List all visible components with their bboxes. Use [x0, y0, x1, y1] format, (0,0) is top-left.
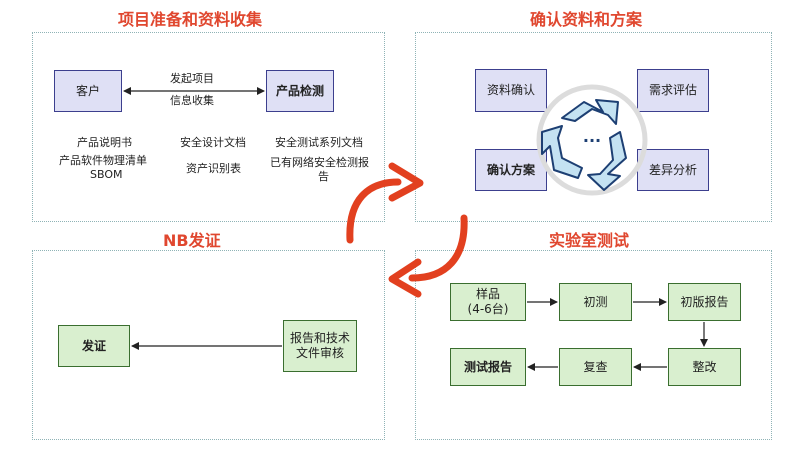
- doc-confirm-box: 资料确认: [475, 69, 547, 112]
- rectify-label: 整改: [692, 359, 717, 374]
- section-title-test: 实验室测试: [549, 231, 630, 250]
- sample-box: 样品 (4-6台): [450, 283, 526, 321]
- doc-security-design: 安全设计文档: [180, 136, 246, 149]
- arrow-label-bottom: 信息收集: [170, 94, 214, 107]
- customer-label: 客户: [75, 83, 100, 98]
- section-title-confirm: 确认资料和方案: [530, 10, 643, 29]
- sample-label: 样品: [475, 287, 500, 301]
- review-box: 报告和技术文件审核: [283, 320, 357, 372]
- doc-existing-report-cont: 告: [318, 170, 329, 183]
- red-arrow-prep-to-confirm: [346, 162, 424, 244]
- doc-existing-report: 已有网络安全检测报: [270, 156, 369, 169]
- panel-test: [415, 250, 772, 440]
- plan-confirm-label: 确认方案: [486, 162, 535, 177]
- needs-eval-box: 需求评估: [637, 69, 709, 112]
- first-report-box: 初版报告: [668, 283, 741, 321]
- doc-security-test: 安全测试系列文档: [275, 136, 363, 149]
- red-arrow-test-to-cert: [388, 214, 468, 298]
- diff-analysis-box: 差异分析: [637, 149, 709, 191]
- product-test-label: 产品检测: [275, 83, 324, 98]
- cycle-dots: ...: [583, 127, 601, 146]
- test-report-label: 测试报告: [463, 359, 512, 374]
- arrow-label-top: 发起项目: [170, 72, 214, 85]
- sample-count-label: (4-6台): [467, 302, 509, 316]
- panel-confirm: [415, 32, 772, 222]
- retest-label: 复查: [583, 359, 608, 374]
- customer-box: 客户: [54, 70, 122, 112]
- product-test-box: 产品检测: [266, 70, 334, 112]
- retest-box: 复查: [559, 348, 632, 386]
- plan-confirm-box: 确认方案: [475, 149, 547, 191]
- cert-issue-box: 发证: [58, 325, 130, 367]
- section-title-cert: NB发证: [163, 231, 221, 250]
- doc-confirm-label: 资料确认: [486, 83, 535, 97]
- section-title-prep: 项目准备和资料收集: [118, 10, 263, 29]
- doc-manual: 产品说明书: [77, 136, 132, 149]
- needs-eval-label: 需求评估: [648, 83, 697, 97]
- doc-asset-table: 资产识别表: [186, 162, 241, 175]
- first-report-label: 初版报告: [680, 294, 729, 309]
- test-report-box: 测试报告: [450, 348, 526, 386]
- rectify-box: 整改: [668, 348, 741, 386]
- review-label: 报告和技术文件审核: [290, 331, 351, 360]
- first-test-box: 初测: [559, 283, 632, 321]
- panel-prep: [32, 32, 385, 222]
- diff-analysis-label: 差异分析: [648, 162, 697, 177]
- recycle-icon: [536, 84, 648, 196]
- cert-issue-label: 发证: [81, 338, 106, 353]
- doc-sbom: SBOM: [90, 168, 123, 181]
- doc-software-list: 产品软件物理清单: [59, 154, 147, 167]
- first-test-label: 初测: [583, 294, 608, 309]
